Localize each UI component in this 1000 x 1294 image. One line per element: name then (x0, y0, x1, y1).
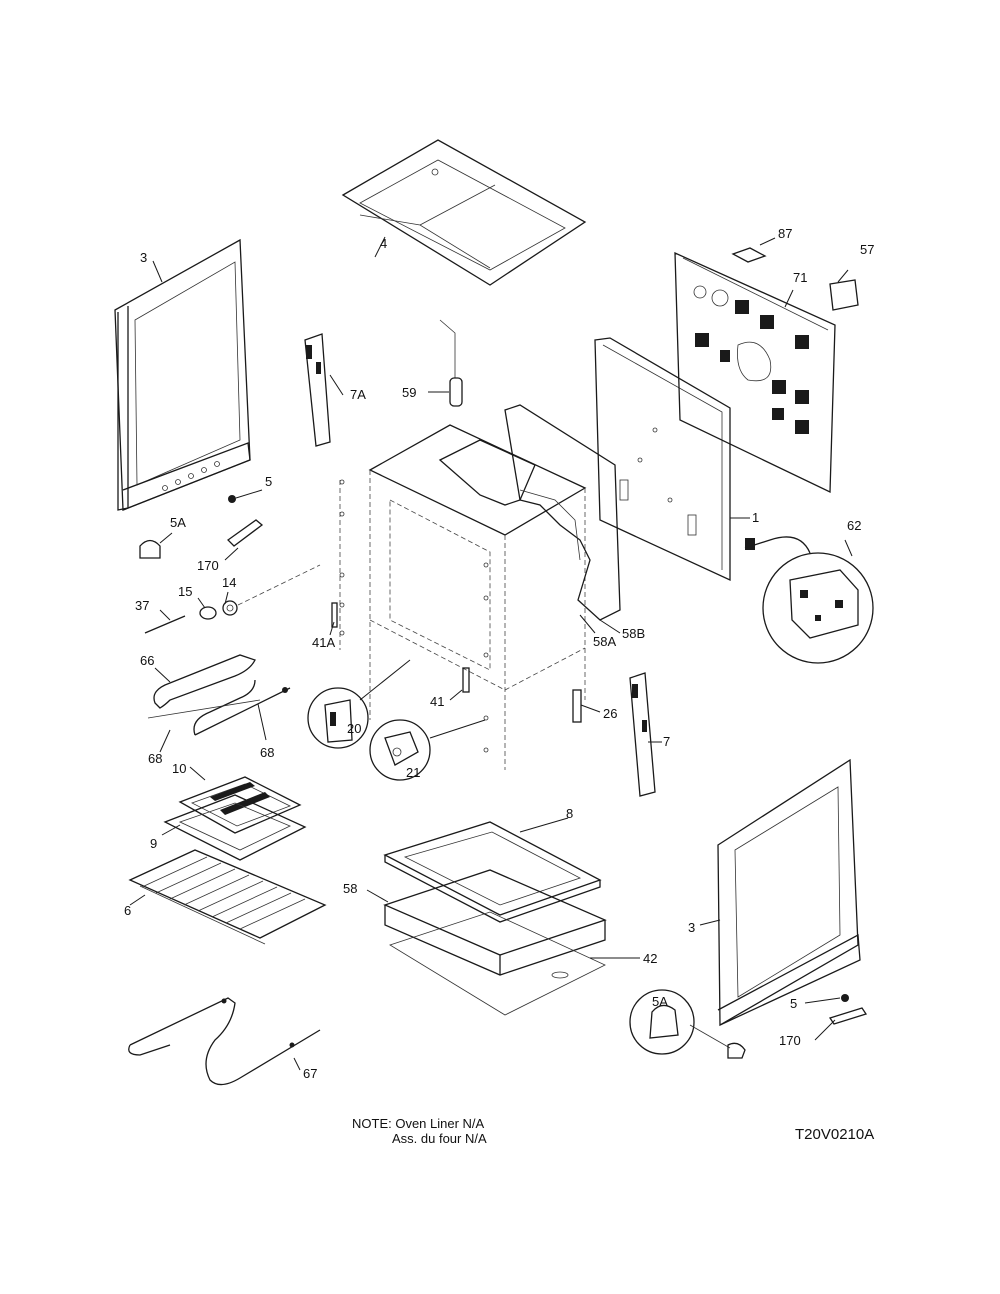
label-6: 6 (124, 903, 131, 918)
label-21: 21 (406, 765, 420, 780)
label-170-right: 170 (779, 1033, 801, 1048)
part-26 (572, 689, 582, 723)
left-oven-door (114, 238, 251, 511)
hinge-7 (629, 672, 656, 797)
label-41a: 41A (312, 635, 335, 650)
label-7a: 7A (350, 387, 366, 402)
label-67: 67 (303, 1066, 317, 1081)
label-5a-left: 5A (170, 515, 186, 530)
label-62: 62 (847, 518, 861, 533)
part-21-callout (369, 719, 486, 781)
label-37: 37 (135, 598, 149, 613)
insulation-block-58 (383, 869, 607, 976)
label-14: 14 (222, 575, 236, 590)
hinge-7a (304, 333, 331, 447)
bake-element (147, 654, 291, 736)
label-58a: 58A (593, 634, 616, 649)
broil-element (128, 997, 321, 1086)
oven-rack (128, 849, 327, 945)
part-57 (829, 279, 859, 311)
insulation-58a-58b (504, 404, 621, 621)
label-15: 15 (178, 584, 192, 599)
note-line-2: Ass. du four N/A (392, 1131, 487, 1146)
label-59: 59 (402, 385, 416, 400)
part-41 (462, 667, 470, 693)
label-5a-right: 5A (652, 994, 668, 1009)
bottom-plate-42 (389, 911, 606, 1016)
top-panel (341, 139, 587, 286)
label-68-left: 68 (148, 751, 162, 766)
part-20-callout (307, 659, 411, 749)
left-hinge-hardware (139, 495, 264, 559)
label-42: 42 (643, 951, 657, 966)
label-26: 26 (603, 706, 617, 721)
label-58b: 58B (622, 626, 645, 641)
diagram-note: NOTE: Oven Liner N/A Ass. du four N/A (352, 1116, 487, 1146)
label-5-left: 5 (265, 474, 272, 489)
label-10: 10 (172, 761, 186, 776)
label-9: 9 (150, 836, 157, 851)
right-oven-door (717, 758, 861, 1027)
label-41: 41 (430, 694, 444, 709)
label-5-right: 5 (790, 996, 797, 1011)
label-66: 66 (140, 653, 154, 668)
label-68-right: 68 (260, 745, 274, 760)
part-labels: 4 87 57 71 3 7A 59 5 5A 170 1 62 15 14 3… (124, 226, 874, 1081)
back-panel (594, 337, 731, 582)
part-41a (331, 602, 338, 628)
storage-drawer-frame (383, 821, 602, 923)
right-hinge-callout (629, 989, 746, 1059)
label-3-left: 3 (140, 250, 147, 265)
part-59 (439, 319, 463, 407)
label-7: 7 (663, 734, 670, 749)
label-71: 71 (793, 270, 807, 285)
broiler-pan (163, 776, 307, 861)
oven-cabinet (339, 424, 587, 770)
label-8: 8 (566, 806, 573, 821)
label-3-right: 3 (688, 920, 695, 935)
leader-lines (129, 236, 853, 1071)
label-4: 4 (380, 236, 387, 251)
label-58: 58 (343, 881, 357, 896)
drawing-code: T20V0210A (795, 1126, 875, 1143)
label-20: 20 (347, 721, 361, 736)
part-87 (731, 247, 767, 263)
light-assembly (144, 564, 321, 634)
note-line-1: NOTE: Oven Liner N/A (352, 1116, 485, 1131)
rear-panel (674, 251, 836, 494)
label-170-left: 170 (197, 558, 219, 573)
label-87: 87 (778, 226, 792, 241)
terminal-block-callout (744, 536, 874, 664)
label-1: 1 (752, 510, 759, 525)
label-57: 57 (860, 242, 874, 257)
